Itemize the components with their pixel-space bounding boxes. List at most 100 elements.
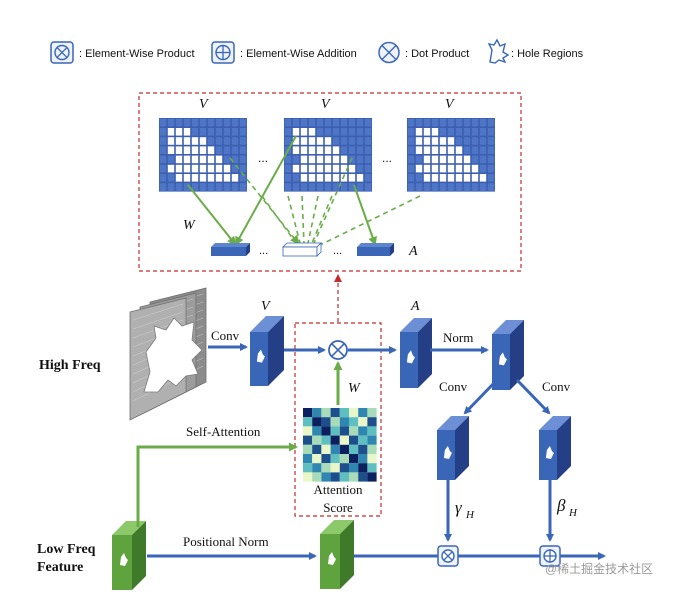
grid-cell bbox=[167, 118, 175, 127]
grid-cell bbox=[239, 155, 247, 164]
hole-cell bbox=[207, 174, 215, 182]
grid-cell bbox=[407, 155, 415, 164]
grid-cell bbox=[364, 137, 372, 145]
grid-cell bbox=[183, 183, 191, 191]
grid-cell bbox=[207, 118, 215, 127]
self-attention-label: Self-Attention bbox=[186, 424, 261, 439]
grid-cell bbox=[431, 118, 439, 127]
hole-cell bbox=[199, 146, 207, 154]
hole-cell bbox=[415, 128, 423, 136]
grid-cell bbox=[479, 118, 487, 127]
high-freq-label: High Freq bbox=[39, 358, 101, 373]
hole-cell bbox=[175, 164, 183, 173]
hole-cell bbox=[175, 174, 183, 182]
hole-cell bbox=[332, 146, 340, 154]
grid-cell bbox=[356, 183, 364, 191]
grid-cell bbox=[191, 128, 199, 136]
grid-cell bbox=[479, 155, 487, 164]
grid-cell bbox=[284, 137, 292, 145]
grid-cell bbox=[340, 118, 348, 127]
grid-cell bbox=[223, 137, 231, 145]
grid-cell bbox=[159, 174, 167, 182]
grid-cell bbox=[239, 128, 247, 136]
hole-shape bbox=[443, 446, 452, 459]
gamma-label: γ H bbox=[455, 498, 475, 521]
legend: : Element-Wise Product : Element-Wise Ad… bbox=[50, 38, 584, 64]
ellipsis-grids-2: ... bbox=[382, 151, 392, 165]
grid-cell bbox=[407, 128, 415, 136]
heatmap-cell bbox=[330, 408, 340, 418]
hole-cell bbox=[316, 137, 324, 145]
hole-cell bbox=[316, 146, 324, 154]
grid-cell bbox=[167, 183, 175, 191]
grid-cell bbox=[159, 137, 167, 145]
hole-cell bbox=[183, 146, 191, 154]
hole-cell bbox=[423, 164, 431, 173]
grid-cell bbox=[463, 183, 471, 191]
hole-cell bbox=[199, 174, 207, 182]
grid-cell bbox=[348, 128, 356, 136]
grid-cell bbox=[487, 146, 495, 154]
grid-cell bbox=[167, 174, 175, 182]
grid-cell bbox=[231, 164, 239, 173]
attention-output-block bbox=[400, 318, 432, 388]
hole-shape bbox=[328, 552, 336, 565]
heatmap-cell bbox=[303, 454, 313, 464]
output-token-center bbox=[282, 242, 322, 257]
grid-cell bbox=[215, 128, 223, 136]
score-label: Score bbox=[323, 500, 353, 515]
hole-cell bbox=[423, 146, 431, 154]
grid-cell bbox=[324, 118, 332, 127]
grid-cell bbox=[364, 183, 372, 191]
hole-cell bbox=[455, 164, 463, 173]
hole-cell bbox=[308, 128, 316, 136]
hole-cell bbox=[348, 174, 356, 182]
hole-cell bbox=[324, 137, 332, 145]
hole-cell bbox=[463, 155, 471, 164]
hole-cell bbox=[431, 164, 439, 173]
grid-cell bbox=[407, 118, 415, 127]
heatmap-cell bbox=[312, 463, 322, 473]
hole-cell bbox=[431, 128, 439, 136]
hole-cell bbox=[207, 155, 215, 164]
grid-cell bbox=[308, 183, 316, 191]
heatmap-cell bbox=[349, 408, 359, 418]
hole-cell bbox=[199, 164, 207, 173]
heatmap-cell bbox=[312, 417, 322, 427]
hole-cell bbox=[332, 155, 340, 164]
hole-cell bbox=[300, 174, 308, 182]
grid-cell bbox=[300, 183, 308, 191]
hole-cell bbox=[447, 164, 455, 173]
grid-cell bbox=[167, 155, 175, 164]
value-feature-block bbox=[250, 316, 284, 386]
grid-cell bbox=[439, 118, 447, 127]
grid-cell bbox=[471, 146, 479, 154]
element-wise-addition-node-icon bbox=[539, 545, 561, 567]
grid-cell bbox=[223, 155, 231, 164]
grid-cell bbox=[207, 128, 215, 136]
hole-cell bbox=[431, 137, 439, 145]
hole-cell bbox=[175, 128, 183, 136]
grid-cell bbox=[431, 183, 439, 191]
w-label-main: W bbox=[348, 381, 361, 396]
heatmap-cell bbox=[330, 472, 340, 482]
grid-cell bbox=[487, 155, 495, 164]
hole-cell bbox=[308, 174, 316, 182]
heatmap-cell bbox=[330, 444, 340, 454]
norm-label: Norm bbox=[443, 330, 473, 345]
hole-cell bbox=[415, 164, 423, 173]
hole-cell bbox=[167, 146, 175, 154]
grid-cell bbox=[159, 128, 167, 136]
conv-arrow-gamma bbox=[463, 378, 499, 415]
legend-element-wise-addition: : Element-Wise Addition bbox=[240, 48, 357, 60]
hole-cell bbox=[316, 164, 324, 173]
hole-cell bbox=[207, 164, 215, 173]
heatmap-cell bbox=[349, 454, 359, 464]
conv-arrow-beta bbox=[515, 378, 551, 415]
heatmap-cell bbox=[321, 408, 331, 418]
hole-cell bbox=[308, 164, 316, 173]
grid-cell bbox=[199, 118, 207, 127]
grid-cell bbox=[292, 174, 300, 182]
heatmap-cell bbox=[358, 417, 368, 427]
beta-label: β H bbox=[556, 496, 578, 519]
